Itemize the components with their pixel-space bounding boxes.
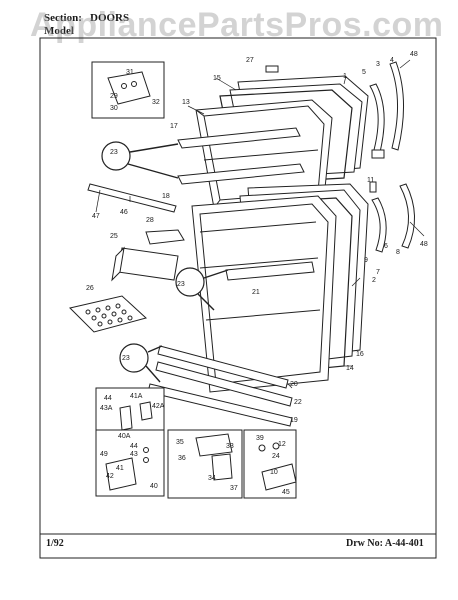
callout-46: 46 — [120, 209, 128, 216]
callout-7: 7 — [376, 269, 380, 276]
callout-16: 16 — [356, 351, 364, 358]
callout-40A: 40A — [118, 433, 131, 440]
callout-20: 20 — [290, 381, 298, 388]
callout-45: 45 — [282, 489, 290, 496]
detail-circle-23-a — [101, 141, 131, 171]
top-hinge-bracket — [107, 71, 151, 105]
callout-14: 14 — [346, 365, 354, 372]
footer-drawing-number: Drw No: A-44-401 — [346, 538, 424, 549]
callout-41: 41 — [116, 465, 124, 472]
detail-circle-23-b — [175, 267, 205, 297]
callout-30: 30 — [110, 105, 118, 112]
callout-23-c: 23 — [122, 355, 130, 362]
handle-upper — [369, 61, 404, 153]
callout-35: 35 — [176, 439, 184, 446]
callout-15: 15 — [213, 75, 221, 82]
callout-10: 10 — [270, 469, 278, 476]
callout-29: 29 — [110, 93, 118, 100]
freezer-door-shelf-17 — [177, 127, 301, 149]
callout-36: 36 — [178, 455, 186, 462]
callout-8: 8 — [396, 249, 400, 256]
callout-2: 2 — [372, 277, 376, 284]
callout-48-a: 48 — [410, 51, 418, 58]
callout-11: 11 — [367, 177, 374, 184]
callout-34: 34 — [208, 475, 216, 482]
callout-32: 32 — [152, 99, 160, 106]
callout-22: 22 — [294, 399, 302, 406]
callout-6: 6 — [384, 243, 388, 250]
callout-31: 31 — [126, 69, 134, 76]
section-value: DOORS — [90, 12, 130, 24]
callout-23-b: 23 — [177, 281, 185, 288]
callout-41A: 41A — [130, 393, 143, 400]
callout-3: 3 — [376, 61, 380, 68]
callout-12: 12 — [278, 441, 286, 448]
callout-48-b: 48 — [420, 241, 428, 248]
callout-17: 17 — [170, 123, 178, 130]
door-shelf-22 — [155, 361, 293, 407]
freezer-door-shelf-18 — [177, 163, 305, 185]
callout-23-a: 23 — [110, 149, 118, 156]
callout-28: 28 — [146, 217, 154, 224]
door-stop-27 — [265, 65, 279, 73]
callout-33: 33 — [226, 443, 234, 450]
footer-date: 1/92 — [46, 538, 64, 549]
callout-43: 43 — [130, 451, 138, 458]
callout-40-a: 40 — [150, 483, 158, 490]
callout-44-a: 44 — [104, 395, 112, 402]
leader-lines — [95, 59, 425, 389]
callout-27: 27 — [246, 57, 254, 64]
handle-lower — [371, 183, 416, 253]
hinge-plate-small — [371, 149, 385, 159]
callout-1: 1 — [343, 73, 347, 80]
hinge-pin-small — [369, 181, 377, 193]
callout-5: 5 — [362, 69, 366, 76]
callout-49: 49 — [100, 451, 108, 458]
callout-42A: 42A — [152, 403, 165, 410]
callout-18: 18 — [162, 193, 170, 200]
callout-25: 25 — [110, 233, 118, 240]
shelf-rail-46 — [87, 183, 177, 213]
callout-24: 24 — [272, 453, 280, 460]
callout-26: 26 — [86, 285, 94, 292]
callout-39: 39 — [256, 435, 264, 442]
egg-tray — [69, 295, 148, 333]
door-shelf-20 — [157, 345, 289, 389]
callout-21: 21 — [252, 289, 260, 296]
model-label: Model — [44, 25, 74, 37]
callout-37: 37 — [230, 485, 238, 492]
callout-47: 47 — [92, 213, 100, 220]
callout-4: 4 — [390, 57, 394, 64]
callout-44-b: 44 — [130, 443, 138, 450]
butter-compartment — [111, 246, 179, 282]
callout-19: 19 — [290, 417, 298, 424]
section-label: Section: — [44, 12, 82, 24]
callout-43A: 43A — [100, 405, 113, 412]
lower-hinge-inset-b — [95, 429, 165, 497]
callout-42: 42 — [106, 473, 114, 480]
callout-9: 9 — [364, 257, 368, 264]
butter-door-28 — [145, 229, 185, 245]
callout-13: 13 — [182, 99, 190, 106]
detail-circle-23-c — [119, 343, 149, 373]
drawing-border — [39, 37, 437, 559]
door-shelf-21 — [225, 261, 315, 281]
